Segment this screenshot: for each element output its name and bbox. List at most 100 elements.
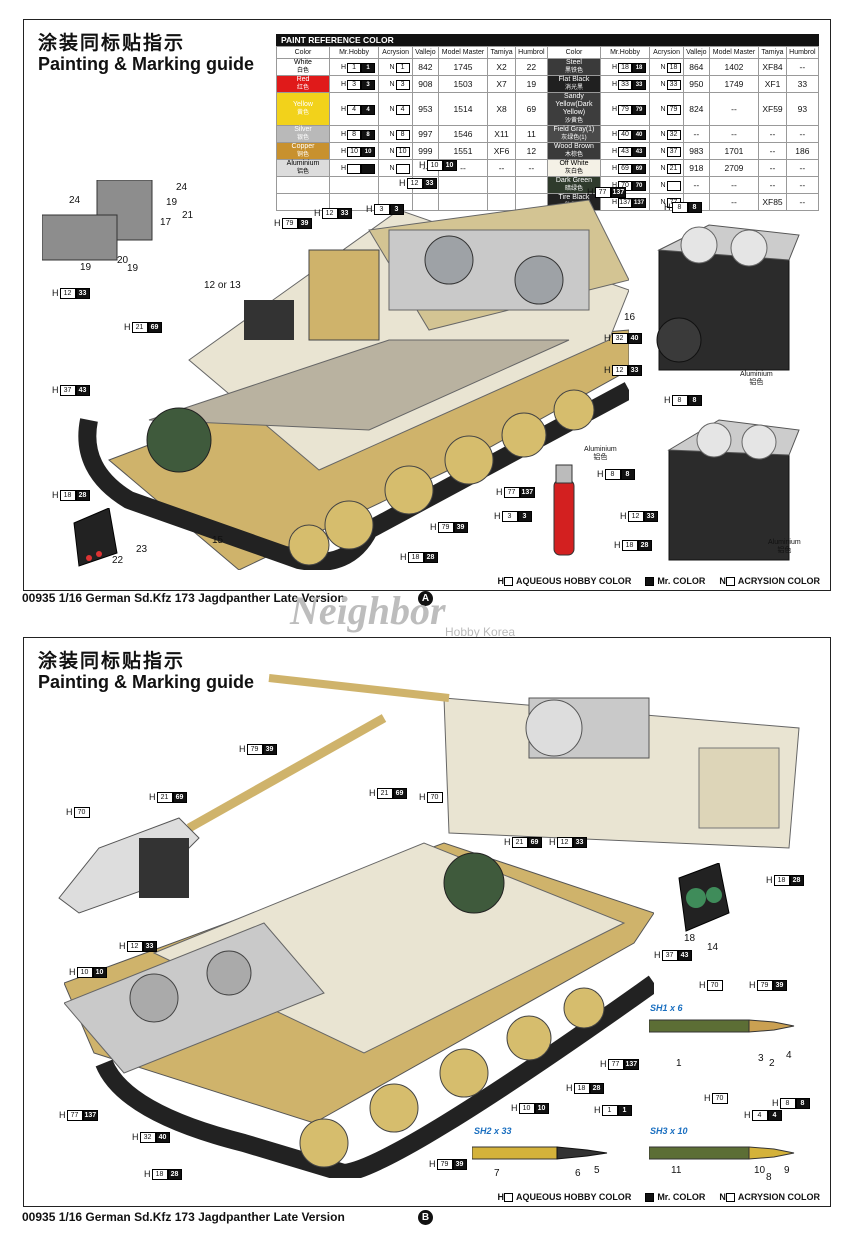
callout-code-dark: 43 — [75, 384, 90, 396]
callout-code-dark: 39 — [452, 1158, 467, 1170]
model-master-code: 1402 — [708, 58, 760, 76]
tamiya-code: X2 — [487, 58, 516, 76]
tank-cutaway-illustration — [78, 199, 629, 570]
code-box-dark: 43 — [632, 146, 647, 157]
callout-code-dark: 39 — [772, 979, 787, 991]
vallejo-code: -- — [682, 176, 710, 194]
callout-code: 8 — [604, 468, 621, 480]
callout-code-dark: 28 — [589, 1082, 604, 1094]
callout-code: 77 — [594, 186, 611, 198]
model-master-code: -- — [708, 193, 760, 211]
vallejo-code: 864 — [682, 58, 710, 76]
callout-code: 8 — [779, 1097, 796, 1109]
part-number: 3 — [758, 1053, 764, 1064]
callout-code-dark: 69 — [147, 321, 162, 333]
color-swatch: Copper 铜色 — [276, 142, 330, 160]
callout-code: 12 — [59, 287, 76, 299]
humbrol-code: 186 — [785, 142, 820, 160]
part-number: 7 — [494, 1168, 500, 1179]
humbrol-code: -- — [785, 58, 820, 76]
humbrol-code: 12 — [514, 142, 548, 160]
color-name: Silver — [294, 126, 312, 133]
callout-code-dark: 33 — [142, 940, 157, 952]
callout-code: 79 — [436, 1158, 453, 1170]
humbrol-code: 19 — [514, 75, 548, 93]
color-name-cn: 铜色 — [296, 152, 309, 158]
code-box: 4 — [395, 104, 410, 115]
title-cn-b: 涂装同标贴指示 — [38, 650, 186, 672]
code-box-dark: 8 — [361, 129, 376, 140]
callout-code-dark: 28 — [637, 539, 652, 551]
callout-code-dark: 28 — [167, 1168, 182, 1180]
part-number: 4 — [786, 1050, 792, 1061]
humbrol-code: 22 — [514, 58, 548, 76]
col-header: Vallejo — [412, 46, 439, 59]
callout-code: 37 — [661, 949, 678, 961]
tamiya-code: XF59 — [758, 92, 787, 126]
humbrol-code: -- — [785, 193, 820, 211]
color-name: Off White — [559, 160, 589, 167]
code-box: 37 — [666, 146, 681, 157]
code-box-dark: 40 — [632, 129, 647, 140]
watermark-text: Neighbor — [289, 588, 446, 633]
part-number: 15 — [212, 535, 224, 546]
color-name-cn: 白色 — [296, 68, 309, 74]
callout-code-dark: 33 — [627, 364, 642, 376]
part-number: 17 — [160, 217, 172, 228]
callout-code: 18 — [59, 489, 76, 501]
part-number: 21 — [182, 210, 194, 221]
color-name: Copper — [291, 143, 315, 150]
part-number: 2 — [769, 1058, 775, 1069]
paint-row: Dark Green暗绿色H7070N-------- — [276, 176, 820, 194]
callout-code-dark: 28 — [423, 551, 438, 563]
code-box: 1 — [395, 62, 410, 73]
code-box: 1 — [347, 62, 362, 73]
tamiya-code: -- — [758, 159, 787, 177]
code-box: 32 — [666, 129, 681, 140]
part-number: 24 — [69, 195, 81, 206]
fire-extinguisher-illustration — [553, 464, 575, 556]
code-box-dark: 18 — [632, 62, 647, 73]
model-master-code: -- — [708, 92, 760, 126]
callout-code-dark: 33 — [422, 177, 437, 189]
ammo-sh1 — [649, 1019, 795, 1033]
vallejo-code: 983 — [682, 142, 710, 160]
callout-code: 3 — [373, 203, 390, 215]
callout-code: 3 — [501, 510, 518, 522]
code-box — [395, 163, 410, 174]
model-master-code: -- — [708, 176, 760, 194]
title-en: Painting & Marking guide — [38, 54, 255, 74]
callout-code: 12 — [406, 177, 423, 189]
callout-code: 70 — [426, 791, 443, 803]
callout-code: 12 — [556, 836, 573, 848]
color-name-cn: 木棕色 — [564, 152, 583, 158]
col-header: Acrysion — [649, 46, 684, 59]
gun-mantlet-illustration — [443, 697, 800, 849]
code-box-dark: 79 — [632, 104, 647, 115]
callout-code-dark: 39 — [297, 217, 312, 229]
